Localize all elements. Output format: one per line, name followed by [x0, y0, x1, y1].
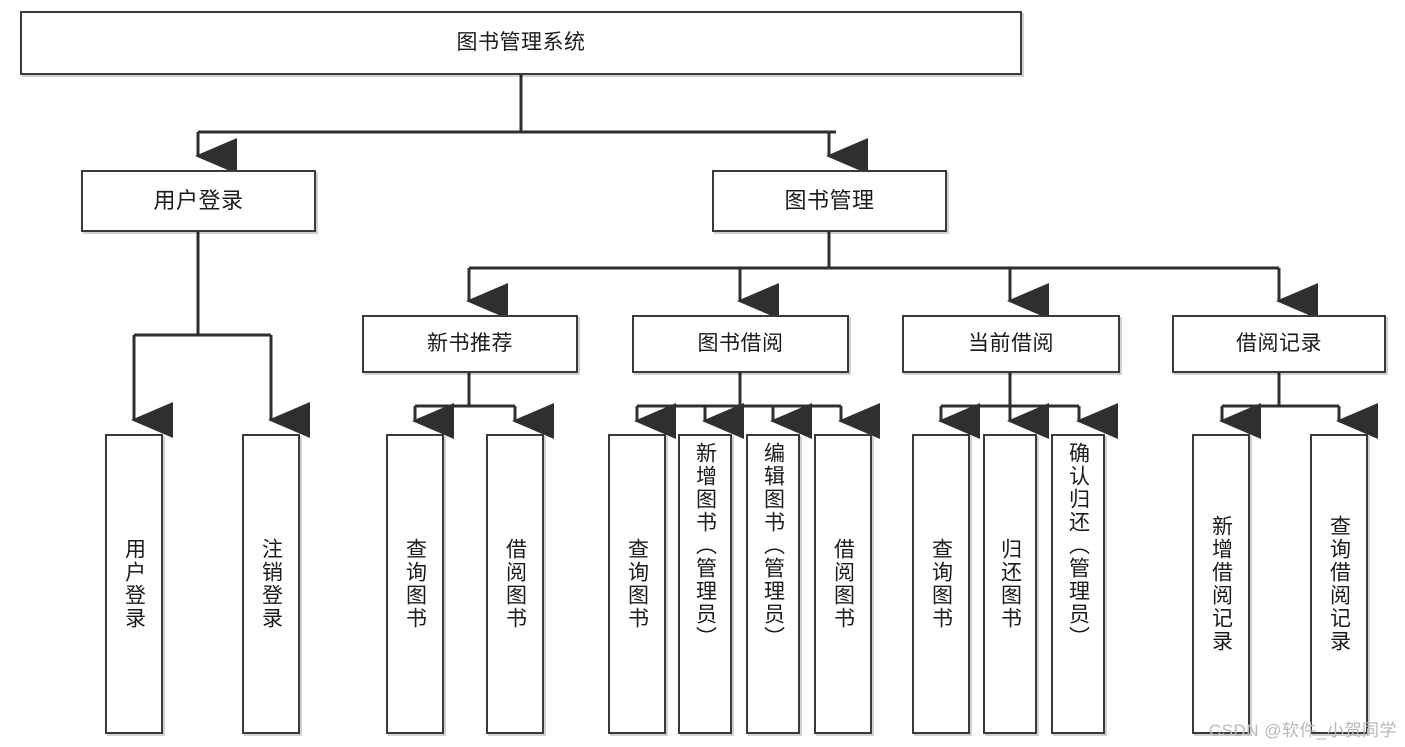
- node-label: 用户登录: [122, 538, 146, 630]
- node-label: 新增图书（管理员）: [693, 442, 717, 649]
- leaf-borrow-record-query[interactable]: 查询借阅记录: [1310, 434, 1368, 734]
- node-label: 归还图书: [998, 538, 1022, 630]
- node-label: 查询借阅记录: [1327, 515, 1351, 653]
- leaf-book-borrow-edit[interactable]: 编辑图书（管理员）: [746, 434, 800, 734]
- node-label: 注销登录: [259, 538, 283, 630]
- node-label: 新书推荐: [427, 331, 513, 355]
- leaf-new-book-borrow[interactable]: 借阅图书: [486, 434, 544, 734]
- leaf-user-login-login[interactable]: 用户登录: [105, 434, 163, 734]
- leaf-book-borrow-borrow[interactable]: 借阅图书: [814, 434, 872, 734]
- node-label: 查询图书: [625, 538, 649, 630]
- node-book-management[interactable]: 图书管理: [712, 170, 947, 232]
- leaf-user-login-logout[interactable]: 注销登录: [242, 434, 300, 734]
- node-label: 借阅图书: [831, 538, 855, 630]
- csdn-watermark: CSDN @软件_小贺同学: [1208, 721, 1397, 740]
- node-borrow-record[interactable]: 借阅记录: [1172, 315, 1386, 373]
- node-label: 借阅图书: [503, 538, 527, 630]
- leaf-book-borrow-query[interactable]: 查询图书: [608, 434, 666, 734]
- node-label: 查询图书: [403, 538, 427, 630]
- node-current-borrow[interactable]: 当前借阅: [902, 315, 1120, 373]
- node-label: 图书管理系统: [456, 30, 586, 54]
- leaf-borrow-record-add[interactable]: 新增借阅记录: [1192, 434, 1250, 734]
- leaf-current-borrow-return[interactable]: 归还图书: [983, 434, 1037, 734]
- node-label: 查询图书: [929, 538, 953, 630]
- leaf-current-borrow-query[interactable]: 查询图书: [912, 434, 970, 734]
- node-label: 确认归还（管理员）: [1066, 442, 1090, 649]
- leaf-book-borrow-add[interactable]: 新增图书（管理员）: [678, 434, 732, 734]
- node-label: 用户登录: [153, 188, 244, 214]
- node-label: 编辑图书（管理员）: [761, 442, 785, 649]
- node-label: 当前借阅: [968, 331, 1054, 355]
- node-user-login[interactable]: 用户登录: [81, 170, 316, 232]
- node-label: 借阅记录: [1236, 331, 1322, 355]
- node-label: 图书管理: [784, 188, 875, 214]
- node-label: 新增借阅记录: [1209, 515, 1233, 653]
- leaf-current-borrow-confirm-return[interactable]: 确认归还（管理员）: [1051, 434, 1105, 734]
- node-new-book-recommend[interactable]: 新书推荐: [362, 315, 578, 373]
- leaf-new-book-query[interactable]: 查询图书: [386, 434, 444, 734]
- node-root-system[interactable]: 图书管理系统: [20, 11, 1022, 75]
- node-book-borrow[interactable]: 图书借阅: [632, 315, 849, 373]
- node-label: 图书借阅: [697, 331, 784, 355]
